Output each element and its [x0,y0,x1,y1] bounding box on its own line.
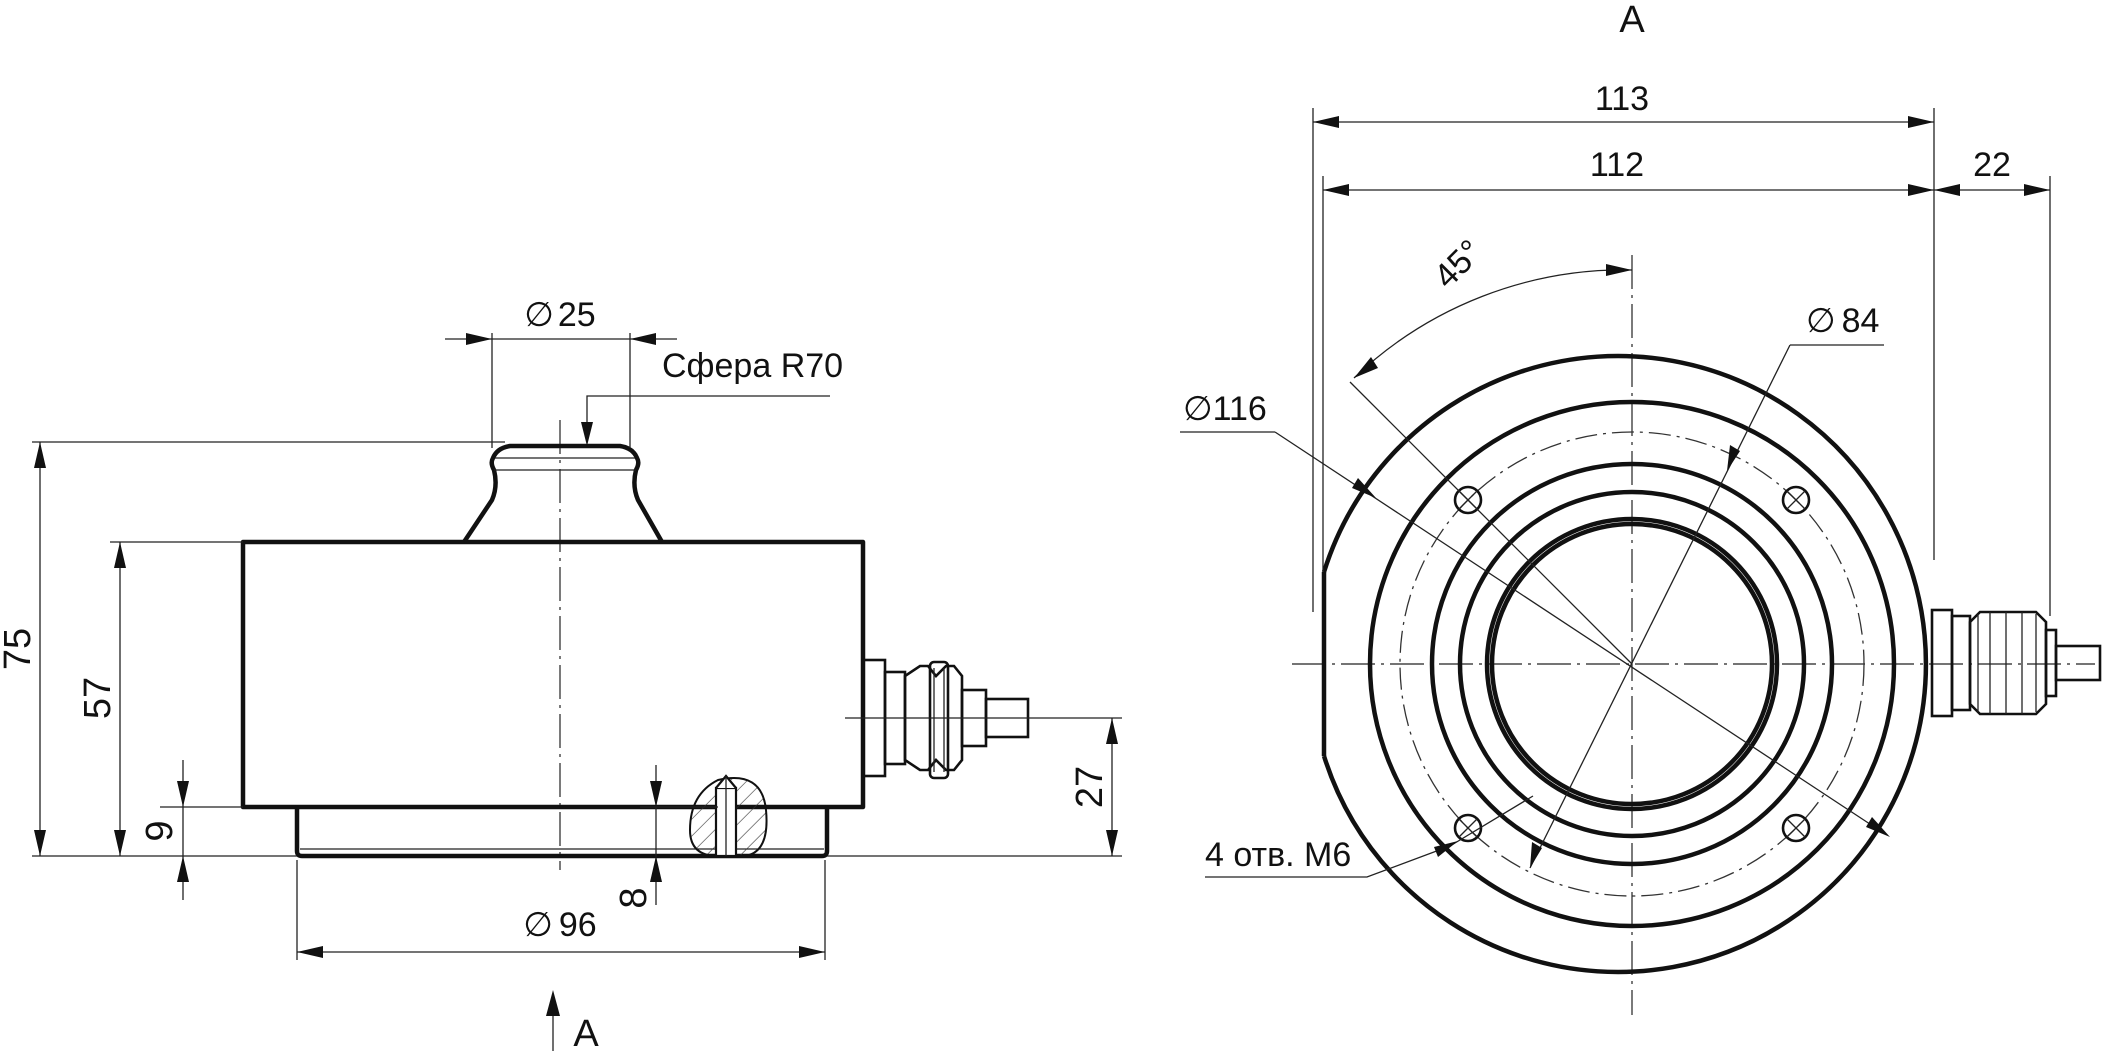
side-view: 75 57 9 27 8 ∅96 ∅25 Сфера R70 [0,296,1122,1051]
section-marker-a: А [573,1013,599,1051]
dim-45-label: 45° [1427,233,1490,296]
view-a-label: А [1619,0,1645,41]
ring-4 [1484,516,1780,812]
dim-112-label: 112 [1590,146,1644,184]
dim-d84-label: ∅84 [1806,302,1879,340]
dim-22-label: 22 [1973,146,2011,184]
ring-3 [1457,489,1807,839]
dim-75-label: 75 [0,628,39,670]
dim-57-label: 57 [77,677,119,719]
dim-d96-label: ∅96 [523,906,596,944]
load-button [462,443,664,544]
sensor-base [294,807,830,859]
ring-5 [1489,521,1775,807]
dim-d25-label: ∅25 [524,296,595,334]
sphere-note: Сфера R70 [662,347,843,385]
dim-113-label: 113 [1595,80,1649,118]
mounting-hole [1453,813,1483,843]
holes-note: 4 отв. М6 [1205,836,1351,874]
dim-d116-label: ∅116 [1183,390,1267,428]
bolt-circle [1399,431,1865,897]
mounting-hole [1781,813,1811,843]
ring-1 [1367,399,1897,929]
dim-9-label: 9 [139,820,181,841]
outer-body [1321,353,1929,975]
dim-8-label: 8 [613,887,655,908]
end-cable-connector [1930,608,2102,718]
cable-connector [861,658,1030,780]
ring-2 [1429,461,1835,867]
sensor-body [240,539,866,810]
dim-27-label: 27 [1069,766,1111,808]
mounting-hole [1781,485,1811,515]
end-view-a: А [1180,0,2102,1015]
